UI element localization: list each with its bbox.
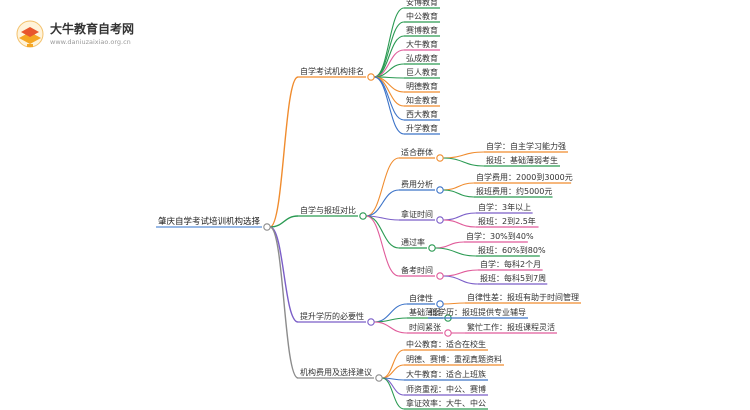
leaf-edge-1-1-0 (442, 182, 475, 191)
leaf-edge-1-3-0 (434, 241, 465, 249)
leaf-node-0-5[interactable]: 巨人教育 (406, 67, 438, 77)
leaf-edge-0-3 (373, 49, 405, 78)
leaf-edge-1-0-0 (442, 151, 485, 159)
leaf-edge-1-4-0 (442, 269, 479, 277)
leaf-node-3-0[interactable]: 中公教育：适合在校生 (406, 339, 486, 349)
root-collapse-toggle[interactable] (263, 223, 271, 231)
leaf-node-1-3-0[interactable]: 自学：30%到40% (466, 231, 534, 241)
branch-node-2[interactable]: 提升学历的必要性 (300, 311, 364, 321)
sub-toggle-2-2[interactable] (444, 329, 452, 337)
sub-node-2-1[interactable]: 基础薄弱 (409, 307, 441, 317)
leaf-edge-0-1 (373, 21, 405, 78)
leaf-node-1-0-0[interactable]: 自学：自主学习能力强 (486, 141, 566, 151)
leaf-node-1-4-0[interactable]: 自学：每科2个月 (480, 259, 541, 269)
leaf-edge-0-8 (373, 76, 405, 121)
leaf-edge-2-0-0 (442, 302, 466, 305)
sub-edge-1-3 (365, 215, 400, 249)
book-icon (16, 20, 44, 48)
sub-node-2-0[interactable]: 自律性 (409, 293, 433, 303)
leaf-node-1-1-0[interactable]: 自学费用：2000到3000元 (476, 172, 573, 182)
leaf-node-1-4-1[interactable]: 报班：每科5到7周 (480, 273, 546, 283)
leaf-edge-1-2-1 (442, 219, 477, 228)
leaf-node-0-6[interactable]: 明德教育 (406, 81, 438, 91)
leaf-node-3-1[interactable]: 明德、赛博：重视真题资料 (406, 354, 502, 364)
leaf-edge-3-0 (381, 349, 405, 379)
leaf-node-0-2[interactable]: 赛博教育 (406, 25, 438, 35)
leaf-node-1-0-1[interactable]: 报班：基础薄弱考生 (486, 155, 558, 165)
branch-edge-0 (269, 76, 299, 228)
leaf-node-2-0-0[interactable]: 自律性差：报班有助于时间管理 (467, 292, 579, 302)
leaf-node-1-2-0[interactable]: 自学：3年以上 (478, 202, 531, 212)
sub-edge-2-0 (373, 303, 408, 323)
leaf-node-1-1-1[interactable]: 报班费用：约5000元 (476, 186, 552, 196)
branch-node-1[interactable]: 自学与报班对比 (300, 205, 356, 215)
branch-toggle-3[interactable] (375, 374, 383, 382)
sub-edge-1-0 (365, 157, 400, 217)
leaf-node-3-2[interactable]: 大牛教育：适合上班族 (406, 369, 486, 379)
sub-toggle-1-0[interactable] (436, 154, 444, 162)
leaf-node-0-4[interactable]: 弘成教育 (406, 53, 438, 63)
brand-url: www.daniuzaixiao.org.cn (50, 38, 131, 46)
sub-node-1-3[interactable]: 通过率 (401, 237, 425, 247)
leaf-edge-0-9 (373, 76, 405, 135)
branch-toggle-0[interactable] (367, 73, 375, 81)
leaf-node-2-1-0[interactable]: 低学历：报班提供专业辅导 (430, 307, 526, 317)
leaf-edge-0-0 (373, 7, 405, 78)
branch-node-3[interactable]: 机构费用及选择建议 (300, 367, 372, 377)
branch-edge-3 (269, 226, 299, 379)
root-node[interactable]: 肇庆自学考试培训机构选择 (158, 216, 261, 227)
leaf-node-0-1[interactable]: 中公教育 (406, 11, 438, 21)
sub-node-1-0[interactable]: 适合群体 (401, 147, 433, 157)
leaf-node-3-3[interactable]: 师资重视：中公、赛博 (406, 384, 486, 394)
sub-edge-2-2 (373, 321, 408, 334)
leaf-edge-3-4 (381, 377, 405, 410)
leaf-edge-1-2-0 (442, 212, 477, 221)
leaf-node-1-3-1[interactable]: 报班：60%到80% (478, 245, 546, 255)
leaf-node-0-3[interactable]: 大牛教育 (406, 39, 438, 49)
leaf-edge-1-4-1 (442, 275, 479, 285)
sub-edge-2-1 (373, 317, 408, 323)
sub-toggle-1-2[interactable] (436, 216, 444, 224)
sub-node-1-4[interactable]: 备考时间 (401, 265, 433, 275)
leaf-node-1-2-1[interactable]: 报班：2到2.5年 (478, 216, 536, 226)
branch-edge-1 (269, 215, 299, 228)
sub-toggle-1-4[interactable] (436, 272, 444, 280)
sub-toggle-2-0[interactable] (436, 300, 444, 308)
leaf-edge-1-0-1 (442, 157, 485, 167)
sub-toggle-1-1[interactable] (436, 186, 444, 194)
leaf-node-2-2-0[interactable]: 繁忙工作：报班课程灵活 (467, 322, 555, 332)
sub-node-1-2[interactable]: 拿证时间 (401, 209, 433, 219)
branch-node-0[interactable]: 自学考试机构排名 (300, 66, 364, 76)
sub-node-2-2[interactable]: 时间紧张 (409, 322, 441, 332)
brand-title: 大牛教育自考网 (50, 21, 134, 36)
leaf-node-3-4[interactable]: 拿证效率：大牛、中公 (406, 398, 486, 408)
brand-logo: 大牛教育自考网 www.daniuzaixiao.org.cn (16, 20, 134, 48)
leaf-edge-3-1 (381, 364, 405, 379)
leaf-edge-1-1-1 (442, 189, 475, 198)
leaf-node-0-8[interactable]: 西大教育 (406, 109, 438, 119)
leaf-node-0-7[interactable]: 知金教育 (406, 95, 438, 105)
leaf-edge-1-3-1 (434, 247, 477, 257)
leaf-node-0-9[interactable]: 升学教育 (406, 123, 438, 133)
sub-node-1-1[interactable]: 费用分析 (401, 179, 433, 189)
branch-toggle-2[interactable] (367, 318, 375, 326)
sub-toggle-1-3[interactable] (428, 244, 436, 252)
leaf-node-0-0[interactable]: 安博教育 (406, 0, 438, 7)
sub-edge-1-1 (365, 189, 400, 217)
sub-edge-1-4 (365, 215, 400, 277)
branch-toggle-1[interactable] (359, 212, 367, 220)
